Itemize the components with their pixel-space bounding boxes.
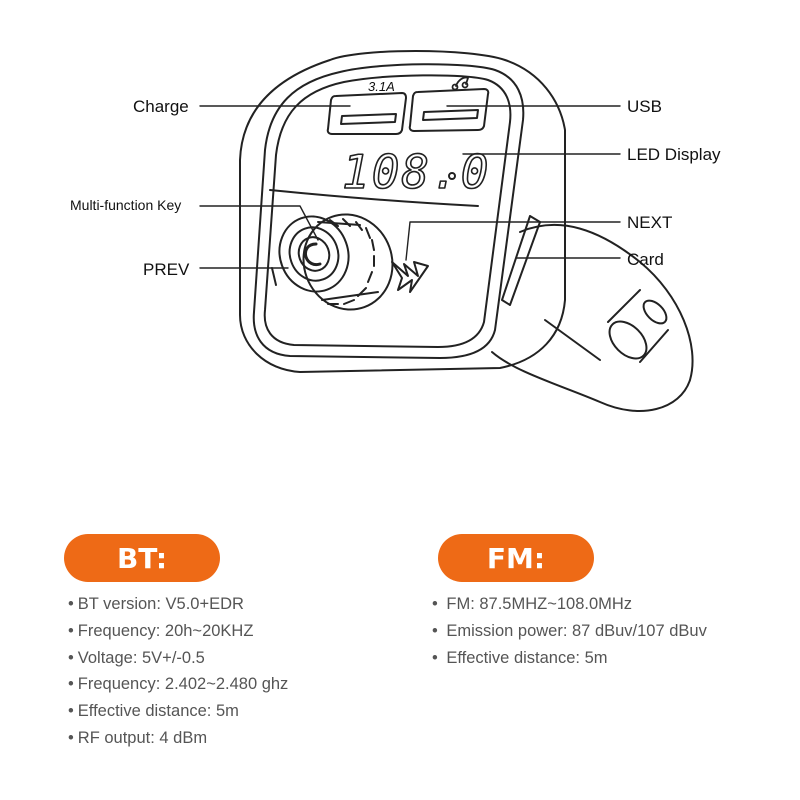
front-face: [252, 63, 525, 359]
bullet-icon: •: [68, 648, 74, 667]
bullet-icon: •: [68, 702, 74, 721]
plug-contact-slot: [607, 289, 669, 363]
usb-port: [408, 88, 490, 132]
callout-next: NEXT: [627, 213, 673, 232]
bt-title-badge: BT:: [64, 534, 220, 582]
list-item: •Effective distance: 5m: [68, 698, 288, 725]
bt-spec-text: Effective distance: 5m: [77, 702, 239, 721]
bullet-icon: •: [68, 675, 74, 694]
car-charger-diagram: 3.1A 108.0: [199, 50, 694, 412]
bullet-icon: •: [68, 621, 74, 640]
callout-card: Card: [627, 250, 664, 269]
rotation-arrow-icon: [391, 261, 429, 293]
fm-spec-text: Emission power: 87 dBuv/107 dBuv: [446, 621, 707, 640]
callout-charge: Charge: [133, 97, 189, 116]
list-item: •Frequency: 20h~20KHZ: [68, 618, 288, 645]
multi-function-knob: [278, 213, 394, 311]
charge-rating-label: 3.1A: [368, 79, 395, 94]
fm-title-badge: FM:: [438, 534, 594, 582]
face-divider: [269, 189, 479, 207]
charge-usb-port: [326, 92, 407, 135]
bullet-icon: •: [68, 728, 74, 747]
phone-icon: [304, 242, 322, 267]
bt-spec-text: Frequency: 2.402~2.480 ghz: [77, 675, 289, 694]
list-item: •Voltage: 5V+/-0.5: [68, 645, 288, 672]
card-slot: [501, 215, 541, 306]
bullet-icon: •: [432, 595, 438, 613]
callout-leader-lines: [199, 105, 621, 269]
side-notch: [271, 267, 277, 286]
bt-spec-text: RF output: 4 dBm: [77, 728, 208, 747]
front-face-inner: [263, 74, 512, 348]
callout-led-display: LED Display: [627, 145, 721, 164]
fm-spec-text: Effective distance: 5m: [446, 648, 608, 667]
list-item: •Frequency: 2.402~2.480 ghz: [68, 671, 288, 698]
callout-prev: PREV: [143, 260, 190, 279]
fm-spec-text: FM: 87.5MHZ~108.0MHz: [446, 595, 633, 613]
callout-usb: USB: [627, 97, 662, 116]
bullet-icon: •: [432, 621, 438, 640]
bt-spec-text: BT version: V5.0+EDR: [77, 595, 244, 613]
music-note-icon: [451, 76, 469, 91]
plug-barrel: [491, 224, 694, 412]
list-item: • Emission power: 87 dBuv/107 dBuv: [432, 618, 707, 645]
bt-spec-list: •BT version: V5.0+EDR •Frequency: 20h~20…: [68, 591, 288, 752]
list-item: •BT version: V5.0+EDR: [68, 591, 288, 618]
bullet-icon: •: [68, 595, 74, 613]
callout-multi-function-key: Multi-function Key: [70, 197, 182, 213]
fm-spec-list: • FM: 87.5MHZ~108.0MHz • Emission power:…: [432, 591, 707, 671]
body-outer-shell: [239, 50, 566, 373]
list-item: •RF output: 4 dBm: [68, 725, 288, 752]
bt-spec-text: Frequency: 20h~20KHZ: [77, 621, 254, 640]
led-display-readout: 108.0: [342, 145, 490, 199]
list-item: • FM: 87.5MHZ~108.0MHz: [432, 591, 707, 618]
bullet-icon: •: [432, 648, 438, 667]
list-item: • Effective distance: 5m: [432, 645, 707, 672]
bt-spec-text: Voltage: 5V+/-0.5: [77, 648, 205, 667]
display-dot: [448, 172, 456, 180]
